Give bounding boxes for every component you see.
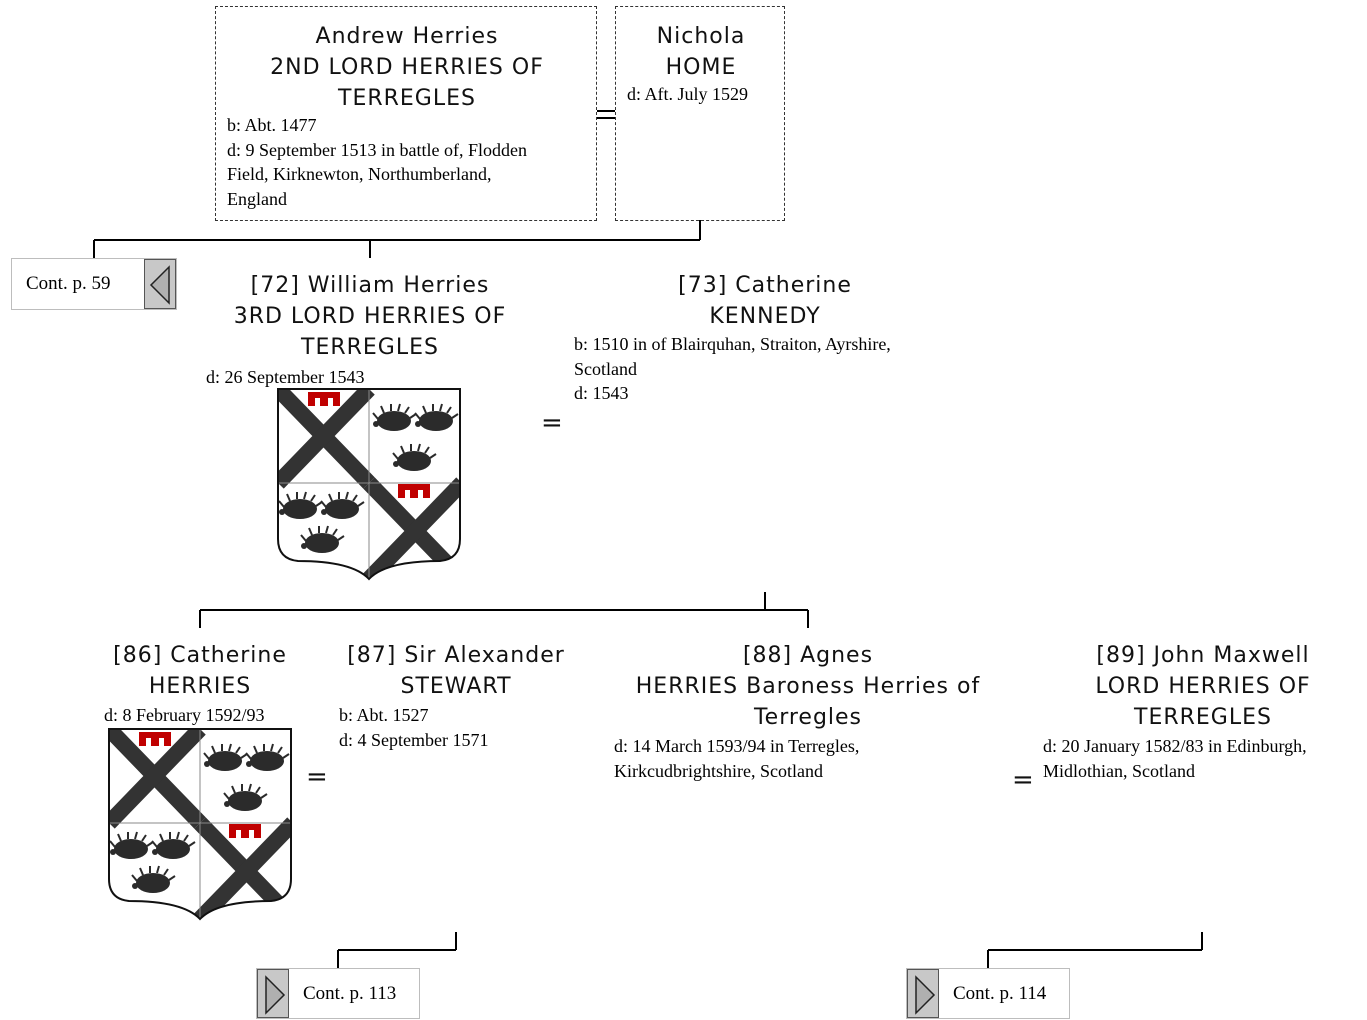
person-catherine-kennedy: [73] Catherine KENNEDY [630, 270, 900, 332]
person-agnes-herries: [88] Agnes HERRIES Baroness Herries of T… [606, 640, 1010, 733]
continue-page-113-button[interactable]: Cont. p. 113 [256, 968, 420, 1019]
marriage-symbol: = [541, 408, 563, 438]
person-surname: KENNEDY [709, 304, 821, 329]
person-catherine-herries: [86] Catherine HERRIES [90, 640, 310, 702]
continue-label: Cont. p. 114 [953, 983, 1047, 1004]
continue-label: Cont. p. 59 [26, 273, 111, 294]
person-name: [73] Catherine [678, 273, 852, 298]
person-facts-william: d: 26 September 1543 [206, 367, 365, 387]
person-facts-alexander-stewart: b: Abt. 1527 d: 4 September 1571 [339, 705, 489, 750]
continue-page-114-button[interactable]: Cont. p. 114 [906, 968, 1070, 1019]
person-name: [86] Catherine [113, 643, 287, 668]
person-name: [89] John Maxwell [1096, 643, 1310, 668]
person-name: [88] Agnes [742, 643, 874, 668]
person-title: HERRIES Baroness Herries of Terregles [635, 674, 981, 730]
person-name: Andrew Herries [315, 24, 499, 49]
person-name: [72] William Herries [250, 273, 490, 298]
person-title: LORD HERRIES OF TERREGLES [1095, 674, 1311, 730]
person-box-nichola-home: Nichola HOME d: Aft. July 1529 [615, 6, 785, 221]
arrow-right-icon [257, 969, 289, 1018]
person-name: Nichola [656, 24, 746, 49]
arrow-right-icon [907, 969, 939, 1018]
person-facts-john-maxwell: d: 20 January 1582/83 in Edinburgh, Midl… [1043, 736, 1307, 781]
person-alexander-stewart: [87] Sir Alexander STEWART [330, 640, 582, 702]
person-name: [87] Sir Alexander [347, 643, 565, 668]
person-william-herries: [72] William Herries 3RD LORD HERRIES OF… [200, 270, 540, 363]
person-john-maxwell: [89] John Maxwell LORD HERRIES OF TERREG… [1048, 640, 1358, 733]
person-title: 2ND LORD HERRIES OF TERREGLES [270, 55, 544, 111]
coat-of-arms-icon [107, 727, 293, 921]
marriage-symbol: = [1012, 765, 1034, 795]
marriage-symbol: = [306, 762, 328, 792]
person-surname: HOME [665, 55, 737, 80]
person-surname: STEWART [400, 674, 512, 699]
person-facts-agnes-herries: d: 14 March 1593/94 in Terregles, Kirkcu… [614, 736, 860, 781]
person-facts: d: Aft. July 1529 [627, 84, 749, 104]
person-title: 3RD LORD HERRIES OF TERREGLES [233, 304, 507, 360]
continue-page-59-button[interactable]: Cont. p. 59 [11, 258, 177, 310]
coat-of-arms-icon [276, 387, 462, 581]
person-box-andrew-herries: Andrew Herries 2ND LORD HERRIES OF TERRE… [215, 6, 597, 221]
arrow-left-icon [144, 259, 176, 309]
continue-label: Cont. p. 113 [303, 983, 397, 1004]
person-surname: HERRIES [148, 674, 252, 699]
person-facts-catherine-kennedy: b: 1510 in of Blairquhan, Straiton, Ayrs… [574, 334, 891, 403]
person-facts: b: Abt. 1477 d: 9 September 1513 in batt… [227, 115, 527, 209]
person-facts-catherine-herries: d: 8 February 1592/93 [104, 705, 265, 725]
